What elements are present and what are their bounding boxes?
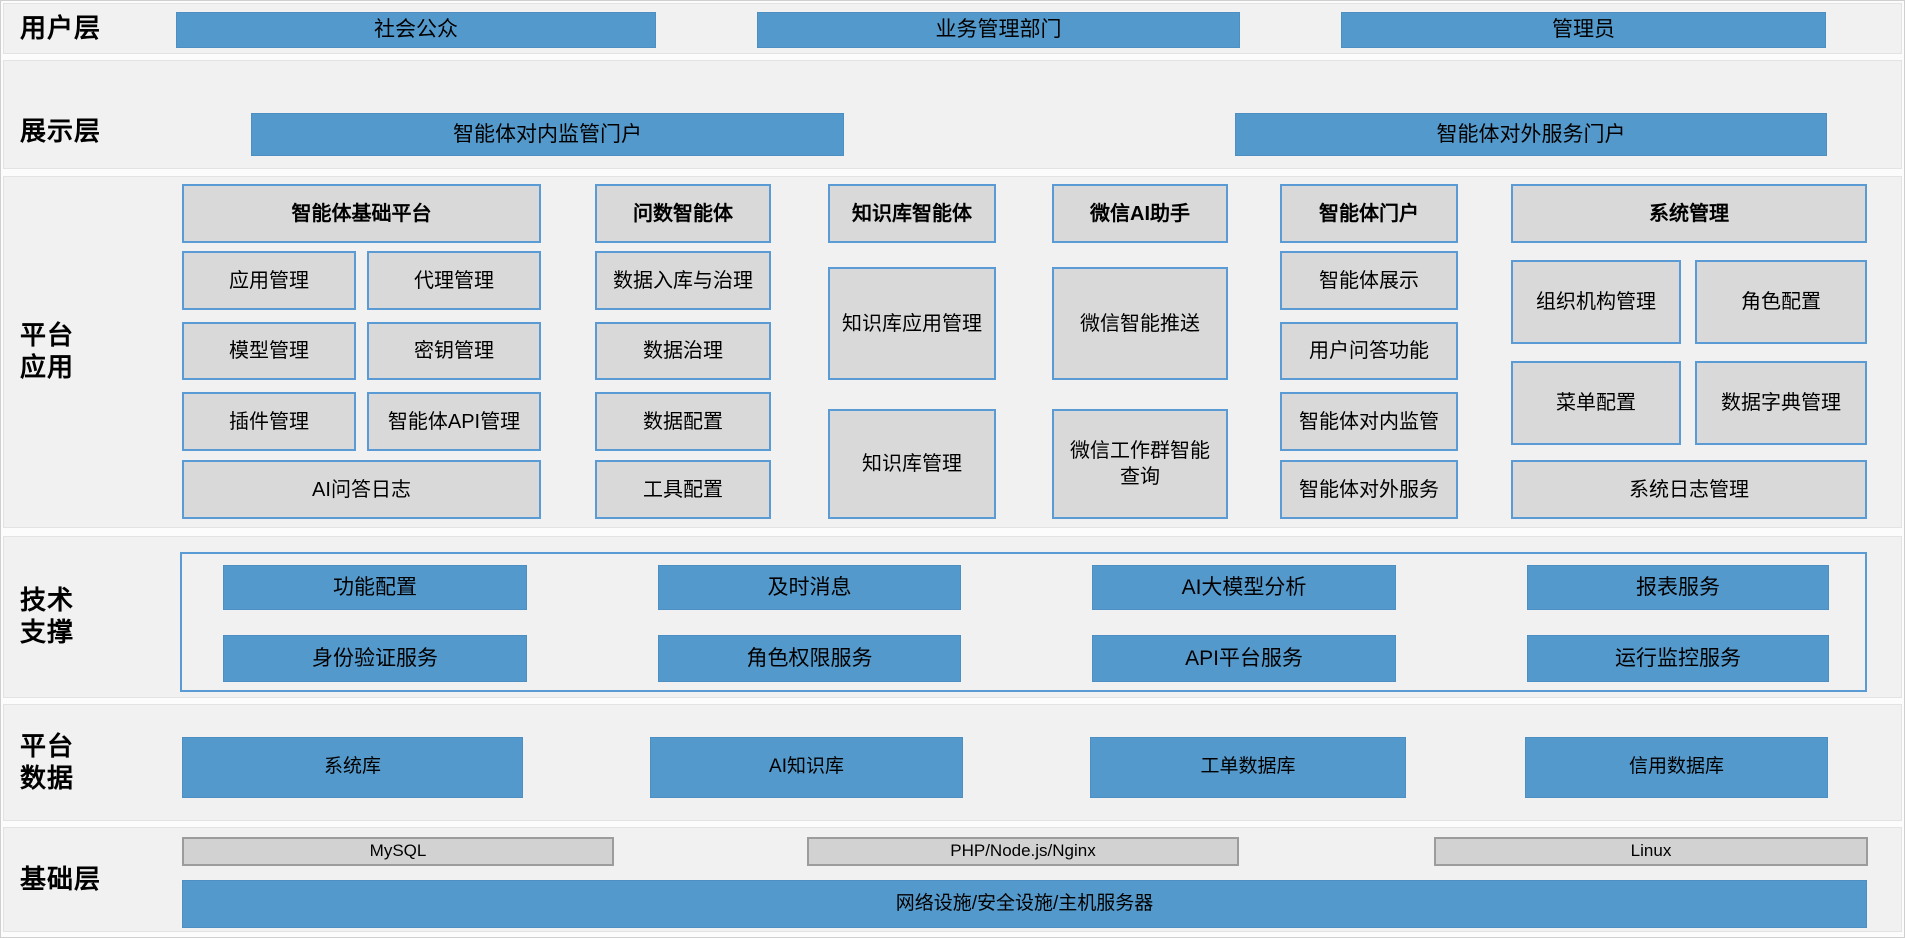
node-system-db: 系统库 [182,737,523,798]
node-user-qa-function: 用户问答功能 [1280,322,1458,380]
layer-tech-support: 技术 支撑 功能配置 及时消息 AI大模型分析 报表服务 身份验证服务 角色权限… [3,536,1902,698]
layer-label-display: 展示层 [20,107,138,157]
node-mysql: MySQL [182,837,614,866]
node-kb-app-management: 知识库应用管理 [828,267,996,380]
group-header: 问数智能体 [595,184,771,243]
layer-label-text-line1: 平台 [20,320,75,351]
node-function-config: 功能配置 [223,565,527,610]
node-ai-llm-analysis: AI大模型分析 [1092,565,1396,610]
layer-label-text-line1: 技术 [20,585,75,616]
node-ai-qa-log: AI问答日志 [182,460,541,519]
layer-label-infrastructure: 基础层 [20,828,138,931]
node-agent-showcase: 智能体展示 [1280,251,1458,310]
node-internal-portal: 智能体对内监管门户 [251,113,844,156]
node-org-management: 组织机构管理 [1511,260,1681,344]
layer-platform-data: 平台 数据 系统库 AI知识库 工单数据库 信用数据库 [3,704,1902,821]
node-agent-management: 代理管理 [367,251,541,310]
layer-label-text-line1: 平台 [20,730,75,761]
group-header: 微信AI助手 [1052,184,1228,243]
layer-label-user: 用户层 [20,4,138,53]
group-header: 系统管理 [1511,184,1867,243]
layer-label-text: 基础层 [20,863,102,894]
group-system-management: 系统管理 组织机构管理 角色配置 菜单配置 数据字典管理 系统日志管理 [1511,177,1867,527]
node-ticket-db: 工单数据库 [1090,737,1406,798]
node-tool-config: 工具配置 [595,460,771,519]
node-api-platform-service: API平台服务 [1092,635,1396,682]
group-header: 知识库智能体 [828,184,996,243]
node-operation-monitoring: 运行监控服务 [1527,635,1829,682]
layer-user: 用户层 社会公众 业务管理部门 管理员 [3,3,1902,54]
node-network-security-host-infra: 网络设施/安全设施/主机服务器 [182,880,1867,928]
node-role-permission-service: 角色权限服务 [658,635,961,682]
node-wechat-smart-push: 微信智能推送 [1052,267,1228,380]
layer-platform-app: 平台 应用 智能体基础平台 应用管理 代理管理 模型管理 密钥管理 插件管理 智… [3,176,1902,528]
group-agent-portal: 智能体门户 智能体展示 用户问答功能 智能体对内监管 智能体对外服务 [1280,177,1458,527]
layer-label-platform-app: 平台 应用 [20,177,138,527]
node-role-config: 角色配置 [1695,260,1867,344]
layer-infrastructure: 基础层 MySQL PHP/Node.js/Nginx Linux 网络设施/安… [3,827,1902,932]
node-wechat-group-query: 微信工作群智能查询 [1052,409,1228,519]
node-social-public: 社会公众 [176,12,656,48]
node-ai-knowledge-db: AI知识库 [650,737,963,798]
group-data-query-agent: 问数智能体 数据入库与治理 数据治理 数据配置 工具配置 [595,177,771,527]
layer-label-text: 用户层 [20,12,102,43]
group-header: 智能体基础平台 [182,184,541,243]
node-business-dept: 业务管理部门 [757,12,1240,48]
node-report-service: 报表服务 [1527,565,1829,610]
node-app-management: 应用管理 [182,251,356,310]
layer-label-platform-data: 平台 数据 [20,705,138,820]
layer-label-text-line2: 应用 [20,352,75,382]
group-agent-base-platform: 智能体基础平台 应用管理 代理管理 模型管理 密钥管理 插件管理 智能体API管… [182,177,541,527]
layer-label-tech-support: 技术 支撑 [20,537,138,697]
group-header: 智能体门户 [1280,184,1458,243]
node-agent-api-management: 智能体API管理 [367,392,541,451]
node-data-governance: 数据治理 [595,322,771,380]
layer-display: 展示层 智能体对内监管门户 智能体对外服务门户 [3,60,1902,169]
node-data-ingest-governance: 数据入库与治理 [595,251,771,310]
group-wechat-ai-assistant: 微信AI助手 微信智能推送 微信工作群智能查询 [1052,177,1228,527]
layer-label-text-line2: 支撑 [20,617,75,647]
tech-support-frame [180,552,1867,692]
node-external-portal: 智能体对外服务门户 [1235,113,1827,156]
node-credit-db: 信用数据库 [1525,737,1828,798]
node-kb-management: 知识库管理 [828,409,996,519]
node-data-config: 数据配置 [595,392,771,451]
node-admin: 管理员 [1341,12,1826,48]
node-plugin-management: 插件管理 [182,392,356,451]
node-menu-config: 菜单配置 [1511,361,1681,445]
node-linux: Linux [1434,837,1868,866]
node-agent-external-service: 智能体对外服务 [1280,460,1458,519]
node-php-nodejs-nginx: PHP/Node.js/Nginx [807,837,1239,866]
layer-label-text-line2: 数据 [20,762,75,793]
node-identity-verification: 身份验证服务 [223,635,527,682]
node-model-management: 模型管理 [182,322,356,380]
node-key-management: 密钥管理 [367,322,541,380]
node-agent-internal-supervision: 智能体对内监管 [1280,392,1458,451]
node-data-dictionary: 数据字典管理 [1695,361,1867,445]
layer-label-text: 展示层 [20,116,102,147]
group-knowledge-agent: 知识库智能体 知识库应用管理 知识库管理 [828,177,996,527]
node-system-log: 系统日志管理 [1511,460,1867,519]
node-instant-message: 及时消息 [658,565,961,610]
